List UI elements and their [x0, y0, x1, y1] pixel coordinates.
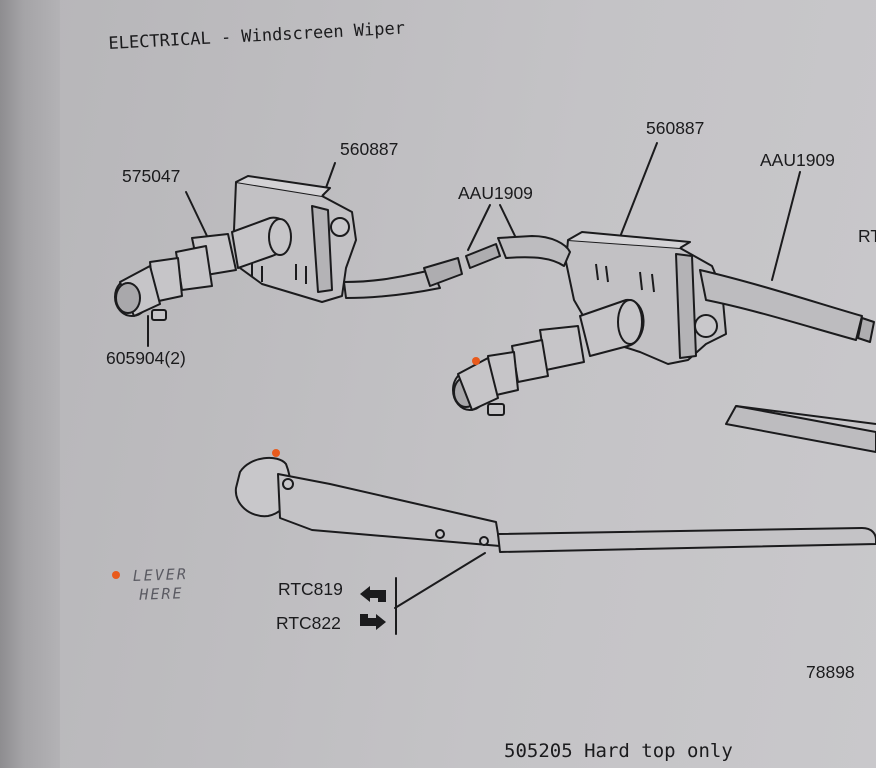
label-cut-78898: 78898: [806, 662, 855, 682]
label-aau1909-center: AAU1909: [458, 183, 533, 203]
orange-marker-arm: [272, 449, 280, 457]
leader-575047: [185, 191, 208, 237]
right-hand-arrow-icon: [360, 614, 386, 630]
connecting-tube: [343, 235, 875, 343]
wiper-blade: [725, 405, 876, 453]
left-wheelbox: [233, 175, 357, 303]
orange-marker-note: [112, 571, 120, 579]
leader-aau1909-left-b: [499, 204, 516, 237]
label-560887-left: 560887: [340, 139, 399, 159]
arm-direction-arrows: [360, 586, 386, 630]
leader-560887-right: [619, 142, 658, 238]
orange-marker-spindle: [472, 357, 480, 365]
wiper-arm: [234, 456, 876, 553]
left-spindle: [114, 216, 292, 321]
leader-arm: [394, 552, 486, 609]
leader-aau1909-right: [771, 171, 801, 281]
leader-aau1909-left-a: [467, 204, 491, 251]
right-spindle: [452, 298, 645, 416]
label-560887-right: 560887: [646, 118, 705, 138]
label-rtc822: RTC822: [276, 613, 341, 633]
label-605904: 605904(2): [106, 348, 186, 368]
handwritten-line-2: HERE: [139, 584, 184, 604]
page-binding-edge: [0, 0, 60, 768]
label-rtc819: RTC819: [278, 579, 343, 599]
handwritten-note: LEVER HERE: [132, 565, 188, 605]
footer-note: 505205 Hard top only: [504, 740, 733, 762]
label-cut-rt: RT: [858, 226, 876, 246]
label-aau1909-right: AAU1909: [760, 150, 835, 170]
handwritten-line-1: LEVER: [132, 565, 189, 585]
left-hand-arrow-icon: [360, 586, 386, 602]
label-575047: 575047: [122, 166, 181, 186]
